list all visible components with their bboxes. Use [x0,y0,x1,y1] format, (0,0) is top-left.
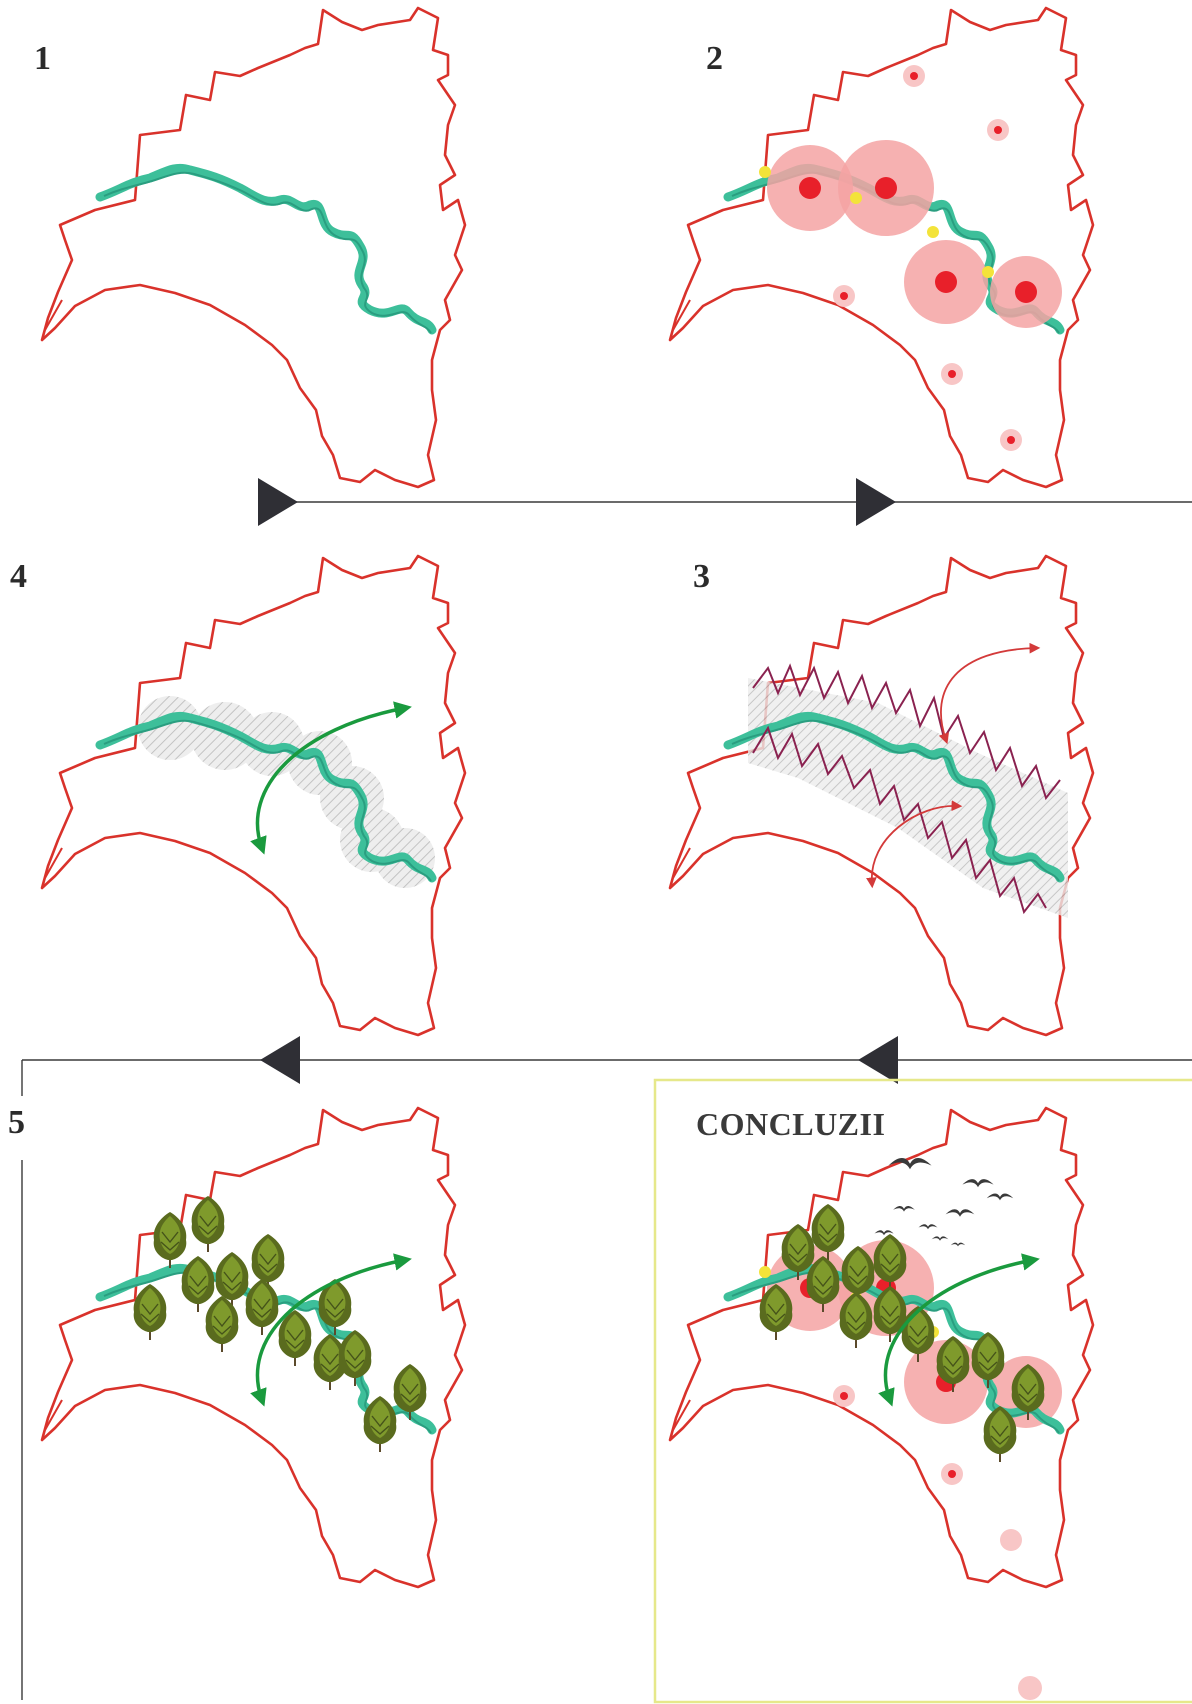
flow-arrow-icon [858,1036,898,1084]
tree-icon [132,1283,168,1341]
tree-icon [204,1295,240,1353]
conclusion-panel [653,1078,1192,1704]
tree-group [758,1203,1046,1463]
tree-icon [190,1195,226,1253]
flow-line-middle [21,1036,1192,1700]
curved-double-arrow-icon [866,800,963,889]
flow-line-top [258,478,1192,526]
panel-5 [40,1106,467,1589]
panel-4 [40,554,467,1037]
bird-icon [962,1179,994,1188]
zigzag-edge-upper [752,663,1061,801]
panel-1 [40,6,467,489]
bird-icon [945,1209,975,1217]
flow-arrow-icon [258,478,298,526]
step-number-3: 3 [693,558,710,595]
step-number-4: 4 [10,558,27,595]
tree-icon [180,1255,216,1313]
step-number-5: 5 [8,1104,25,1141]
step-number-2: 2 [706,40,723,77]
tree-icon [250,1233,286,1291]
bird-flock [874,1157,1014,1247]
river-nodes [759,166,994,278]
step-number-1: 1 [34,40,51,77]
flow-arrow-icon [856,478,896,526]
conclusion-title: CONCLUZII [696,1106,886,1142]
bird-icon [931,1236,949,1241]
conclusion-frame [653,1078,1192,1704]
panel-3 [668,554,1095,1037]
curved-double-arrow-icon [878,1253,1040,1407]
curved-double-arrow-icon [250,1253,412,1407]
curved-double-arrow-icon [250,701,412,855]
bird-icon [986,1193,1014,1201]
panel-2 [668,6,1095,489]
tree-group [132,1195,428,1453]
bird-icon [918,1224,938,1230]
curved-double-arrow-icon [938,642,1041,745]
bird-icon [950,1242,966,1247]
bird-icon [893,1205,915,1212]
flow-arrow-icon [260,1036,300,1084]
impact-zones [767,65,1062,451]
